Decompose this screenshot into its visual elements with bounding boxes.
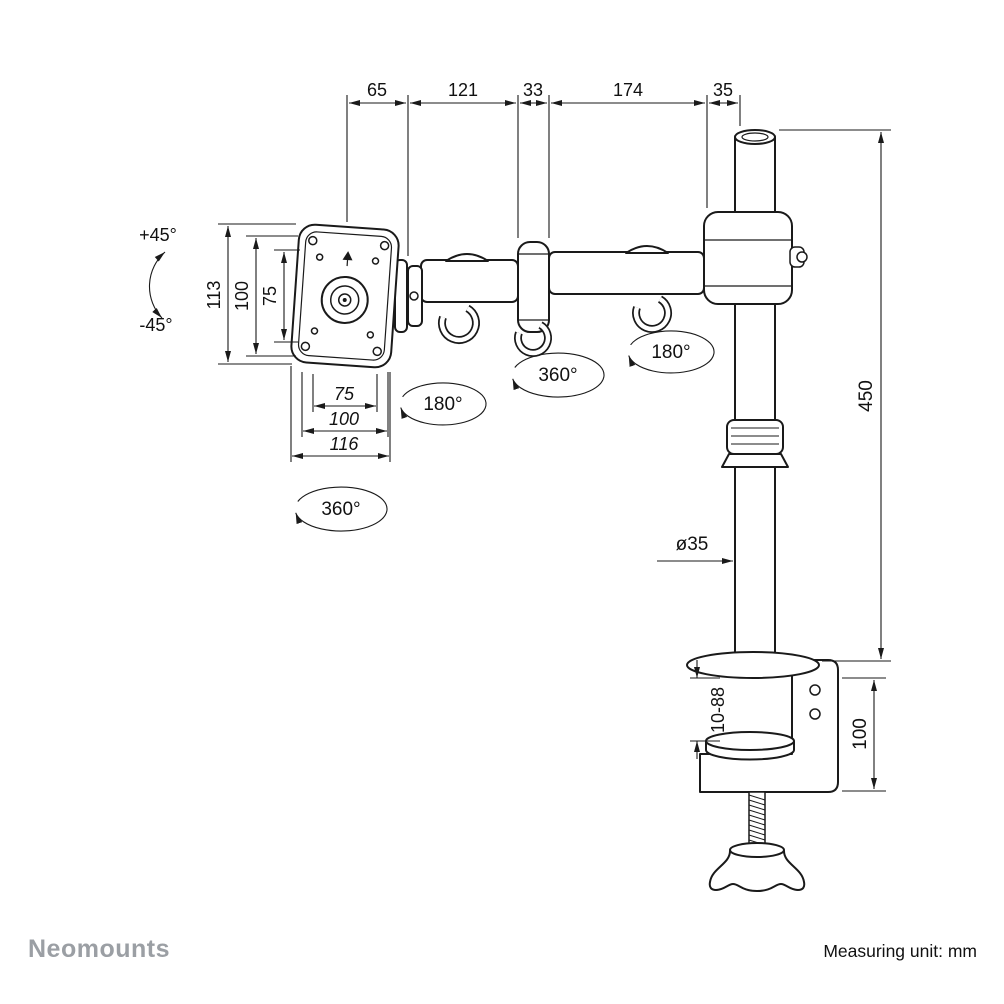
dim-label-65: 65 [367, 80, 387, 100]
footer: Neomounts Measuring unit: mm [28, 935, 977, 963]
tilt-down-label: -45° [139, 315, 172, 335]
dim-plate-vertical: 113 100 75 [204, 223, 300, 365]
dim-label-plate-100h: 100 [329, 409, 359, 429]
clamp-screw [748, 791, 766, 853]
dim-label-plate-116: 116 [330, 434, 360, 454]
pole-clamp-bolt [796, 251, 808, 263]
dim-label-450: 450 [856, 380, 877, 412]
dim-tilt: +45° -45° [139, 225, 177, 335]
arm-pole-clamp [703, 211, 808, 305]
clamp-knob [708, 842, 806, 892]
dim-label-33: 33 [523, 80, 543, 100]
orientation-arrow-icon [342, 251, 353, 261]
rotation-oval-plate [295, 486, 388, 532]
rotation-labels: 360° 180° 360° 180° [295, 330, 715, 532]
desk-base-plate [686, 651, 820, 679]
dim-top-chain: 65 121 33 174 35 [346, 80, 741, 256]
dim-label-plate-113: 113 [204, 281, 224, 310]
tilt-up-label: +45° [139, 225, 177, 245]
vesa-plate [290, 223, 400, 369]
dim-pole-diameter: ø35 [657, 534, 733, 564]
arm [394, 241, 705, 357]
rotation-label-joint2-360: 360° [538, 365, 577, 386]
dim-label-10-88: 10-88 [708, 687, 728, 733]
vesa-hub [320, 275, 369, 324]
pole [721, 129, 789, 661]
dim-label-plate-75v: 75 [260, 286, 280, 306]
dim-clamp-height: 100 [842, 677, 886, 792]
measuring-unit-note: Measuring unit: mm [823, 941, 977, 961]
clamp-bolt-2 [809, 708, 821, 720]
dim-label-clamp-100: 100 [850, 718, 871, 750]
cable-clip-top-2 [625, 245, 669, 254]
rotation-label-pole-180: 180° [651, 342, 690, 363]
pole-adjust-collar [721, 419, 789, 468]
clamp-bolt-1 [809, 684, 821, 696]
dim-plate-horizontal: 75 100 116 [290, 366, 391, 462]
rotation-oval-joint2 [512, 352, 605, 398]
dim-label-121: 121 [448, 80, 478, 100]
desk-clamp [686, 651, 839, 892]
dim-pole-height: 450 [779, 129, 891, 662]
arm-segment-outer [548, 251, 705, 295]
pole-top-cap [734, 129, 776, 145]
dim-label-35: 35 [713, 80, 733, 100]
tilt-bracket [394, 259, 423, 333]
dim-label-174: 174 [613, 80, 643, 100]
rotation-label-joint1-180: 180° [423, 394, 462, 415]
product-drawing [290, 129, 839, 892]
tilt-arc-arrow [148, 251, 166, 319]
arm-segment-inner [420, 259, 519, 303]
rotation-oval-pole [628, 330, 715, 374]
rotation-label-plate-360: 360° [321, 499, 360, 520]
cable-clip-top-1 [445, 253, 489, 262]
dim-label-d35: ø35 [676, 534, 709, 555]
dim-clamp-range: 10-88 [690, 660, 728, 759]
rotation-oval-joint1 [400, 382, 487, 426]
dim-label-plate-75h: 75 [334, 384, 355, 404]
arm-middle-joint [517, 241, 550, 333]
dim-label-plate-100v: 100 [232, 281, 252, 311]
cable-hooks [438, 295, 673, 357]
brand-logo: Neomounts [28, 935, 170, 963]
clamp-pad [705, 731, 795, 761]
dimensions-layer: 65 121 33 174 35 +45° -45° 113 100 75 [139, 80, 891, 792]
